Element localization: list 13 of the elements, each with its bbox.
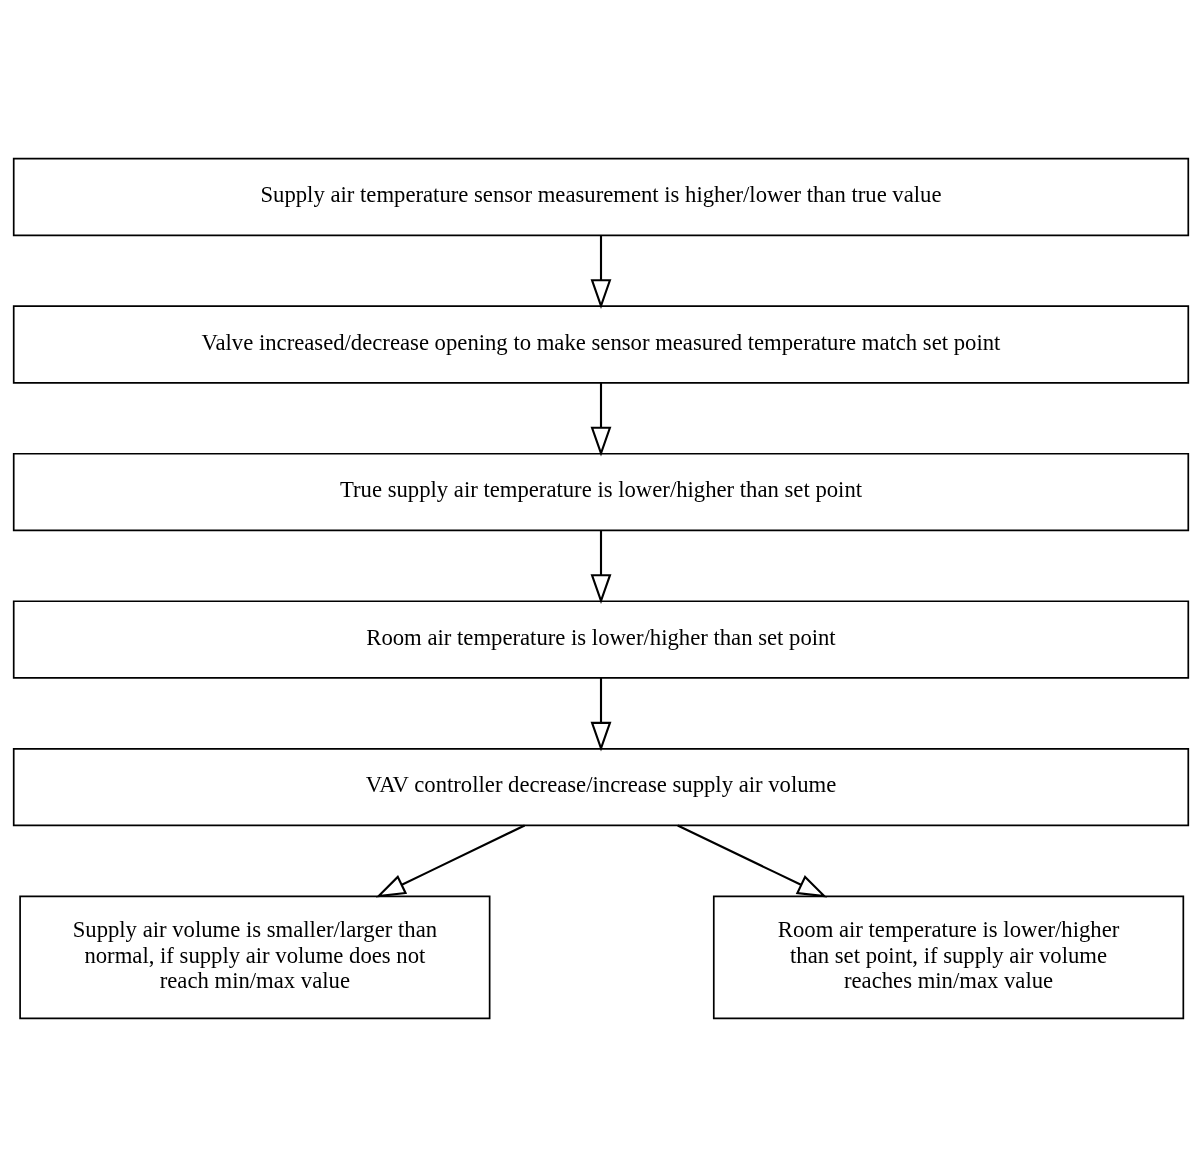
arrow — [375, 824, 526, 897]
node-box: VAV controller decrease/increase supply air volume — [12, 747, 1190, 826]
node-box: Valve increased/decrease opening to make sensor measured temperature match set point — [12, 304, 1190, 384]
node-box: True supply air temperature is lower/higher than set point — [12, 452, 1190, 531]
arrow — [677, 824, 828, 897]
arrow — [590, 677, 612, 752]
arrow — [590, 382, 612, 457]
node-box: Supply air volume is smaller/larger than normal, if supply air volume does not reach min/max value — [19, 895, 491, 1019]
arrow — [590, 529, 612, 604]
node-box: Room air temperature is lower/higher than set point, if supply air volume reaches min/max value — [712, 895, 1185, 1019]
arrow — [590, 234, 612, 309]
node-box: Room air temperature is lower/higher than set point — [12, 599, 1190, 679]
node-box: Supply air temperature sensor measurement is higher/lower than true value — [12, 157, 1190, 236]
